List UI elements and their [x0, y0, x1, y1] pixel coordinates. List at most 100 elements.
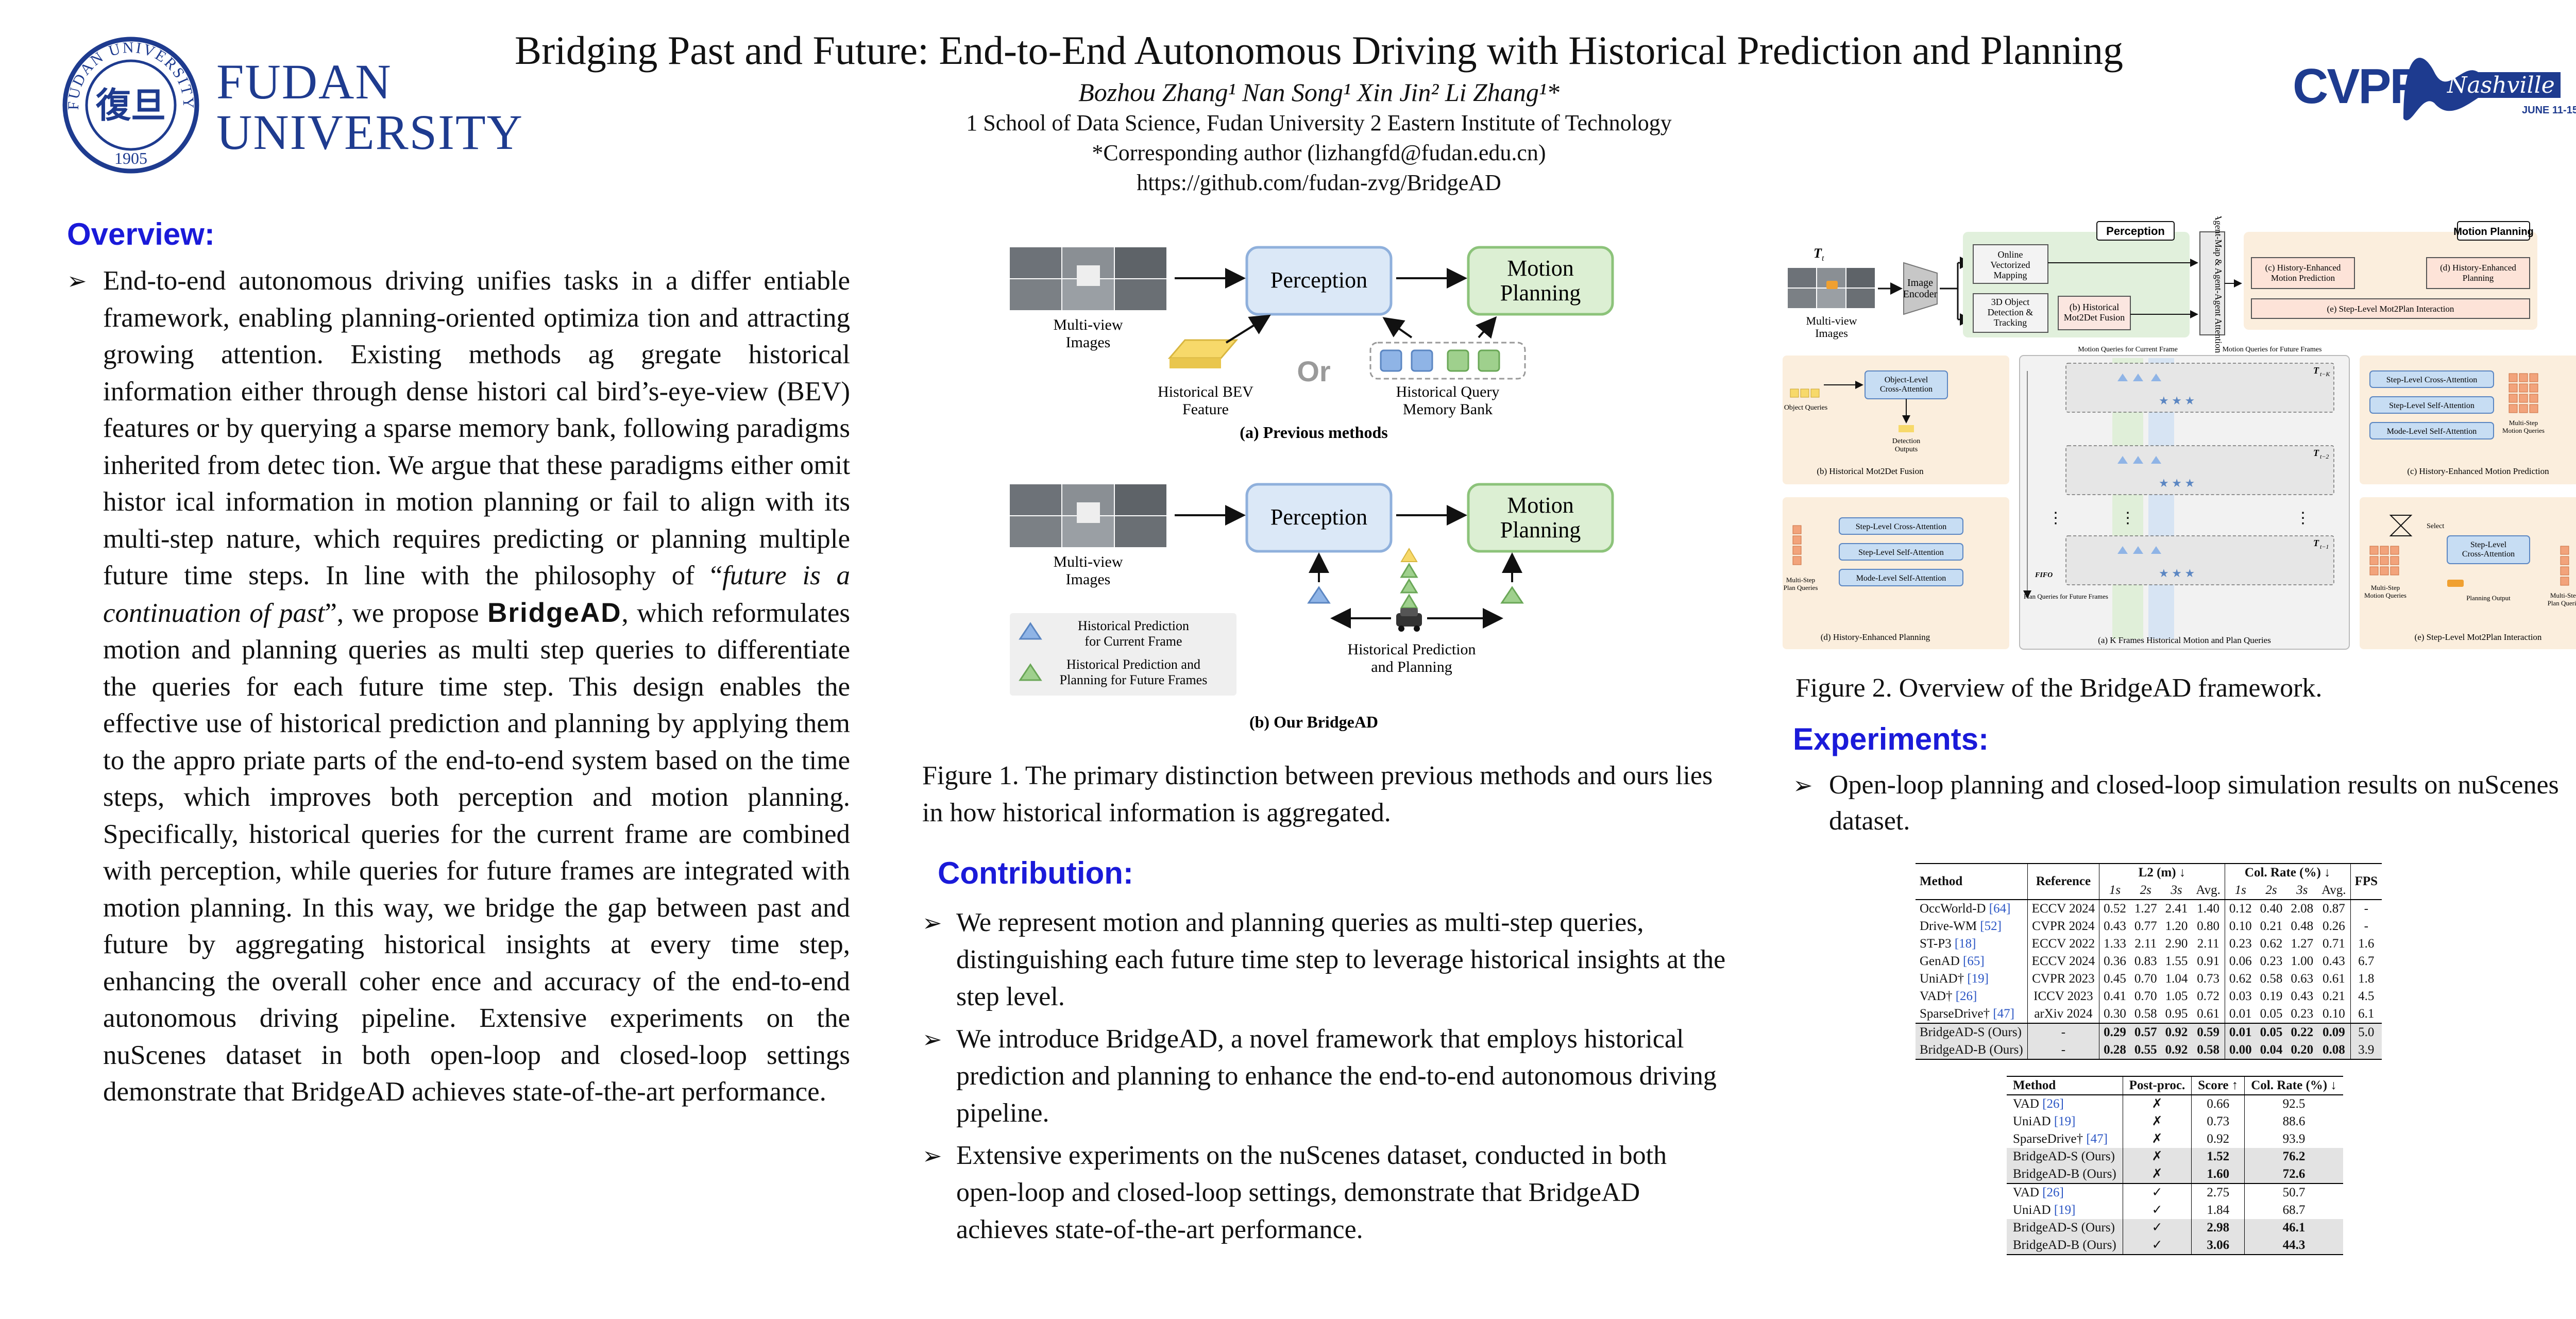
c-mode-self-label: Mode-Level Self-Attention — [2387, 427, 2477, 436]
closed-loop-table: Method Post-proc. Score ↑ Col. Rate (%) … — [2007, 1076, 2343, 1255]
cell-post-proc: ✗ — [2123, 1165, 2192, 1183]
cell-value: 0.10 — [2317, 1005, 2351, 1023]
select-icon — [2389, 515, 2413, 527]
cell-fps: 1.8 — [2358, 972, 2375, 986]
cell-value: 1.04 — [2165, 972, 2188, 986]
car-icon — [1396, 608, 1422, 632]
cell-value: 0.10 — [2229, 919, 2252, 933]
c-step-cross-label: Step-Level Cross-Attention — [2386, 376, 2477, 384]
fig2-c-box — [2251, 257, 2355, 289]
cvpr-script: Nashville — [2447, 72, 2555, 98]
cell-fps: 3.9 — [2358, 1043, 2375, 1057]
th-sub: 2s — [2265, 883, 2277, 897]
cell-score: 2.98 — [2191, 1219, 2245, 1237]
cell-value: 2.11 — [2192, 935, 2225, 953]
cell-value: 0.73 — [2192, 970, 2225, 988]
cell-method: ST-P3 [18] — [1916, 935, 2028, 953]
cell-value: 0.59 — [2192, 1023, 2225, 1041]
cell-method: BridgeAD-S (Ours) — [2007, 1148, 2123, 1165]
cell-method: OccWorld-D [64] — [1916, 900, 2028, 918]
cell-value: 0.12 — [2229, 902, 2252, 916]
cell-value: 0.21 — [2260, 919, 2283, 933]
select-label: Select — [2427, 522, 2444, 530]
fig1-legend — [1010, 613, 1236, 696]
list-item: ➢ Extensive experiments on the nuScenes … — [922, 1137, 1726, 1248]
cell-method: BridgeAD-B (Ours) — [1916, 1041, 2028, 1059]
open-loop-table: Method Reference L2 (m) ↓ Col. Rate (%) … — [1916, 863, 2382, 1060]
cell-method: Drive-WM [52] — [1916, 918, 2028, 935]
cell-col-rate: 68.7 — [2282, 1203, 2306, 1217]
cell-method: UniAD [19] — [2007, 1113, 2123, 1130]
list-item: ➢ We represent motion and planning queri… — [922, 904, 1726, 1016]
bullet-arrow-icon: ➢ — [922, 1142, 942, 1170]
fig2-perception-title: Perception — [2106, 225, 2165, 238]
cell-col-rate: 50.7 — [2282, 1186, 2306, 1199]
fig2-e-label: (e) Step-Level Mot2Plan Interaction — [2327, 304, 2454, 314]
cell-fps: - — [2364, 902, 2368, 916]
cell-value: 0.23 — [2291, 1007, 2314, 1021]
triangle-current-icon — [1307, 586, 1331, 604]
cell-col-rate: 76.2 — [2282, 1149, 2306, 1163]
cell-value: 0.58 — [2134, 1007, 2157, 1021]
th-method: Method — [1916, 864, 2028, 900]
cell-value: 0.06 — [2229, 954, 2252, 968]
cell-method: BridgeAD-S (Ours) — [2007, 1219, 2123, 1237]
cell-value: 0.01 — [2229, 1007, 2252, 1021]
th-post-proc: Post-proc. — [2123, 1076, 2192, 1095]
cvpr-logo: CVPR Nashville JUNE 11-15, 2025 — [2293, 41, 2576, 134]
panel-d-caption: (d) History-Enhanced Planning — [1821, 632, 1930, 642]
cell-value: 0.43 — [2104, 919, 2126, 933]
t-1-label: T — [2313, 538, 2319, 548]
cell-value: 0.91 — [2192, 953, 2225, 970]
cell-post-proc: ✗ — [2123, 1130, 2192, 1148]
bullet-arrow-icon: ➢ — [922, 909, 942, 937]
cell-value: 0.45 — [2104, 972, 2126, 986]
detection-tracking-box — [1973, 293, 2048, 333]
cell-reference: CVPR 2024 — [2027, 918, 2100, 935]
perception-box-b — [1245, 483, 1393, 553]
seal-center-text: 復旦 — [95, 85, 166, 126]
cell-value: 0.23 — [2229, 937, 2252, 951]
cell-score: 1.84 — [2191, 1202, 2245, 1219]
cell-value: 0.62 — [2260, 937, 2283, 951]
cell-value: 1.00 — [2291, 954, 2314, 968]
cell-fps: 1.6 — [2358, 937, 2375, 951]
cell-reference: ECCV 2022 — [2027, 935, 2100, 953]
planning-output-label: Planning Output — [2466, 594, 2511, 602]
perception-box-a — [1245, 246, 1393, 316]
cell-value: 0.40 — [2260, 902, 2283, 916]
cell-score: 0.73 — [2191, 1113, 2245, 1130]
cell-value: 1.20 — [2165, 919, 2188, 933]
cell-method: GenAD [65] — [1916, 953, 2028, 970]
cell-value: 0.36 — [2104, 954, 2126, 968]
cell-method: UniAD [19] — [2007, 1202, 2123, 1219]
fudan-seal-icon: FUDAN UNIVERSITY 復旦 1905 — [62, 37, 199, 174]
hist-fusion-box — [2058, 296, 2131, 330]
th-sub: 3s — [2171, 883, 2182, 897]
cell-value: 0.20 — [2291, 1043, 2314, 1057]
fig1-sub-a: (a) Previous methods — [1240, 423, 1387, 442]
panel-b — [1783, 356, 2009, 484]
cell-post-proc: ✓ — [2123, 1237, 2192, 1255]
cell-value: 0.61 — [2192, 1005, 2225, 1023]
cell-value: 0.23 — [2260, 954, 2283, 968]
repo-link[interactable]: https://github.com/fudan-zvg/BridgeAD — [1137, 170, 1501, 195]
cell-value: 0.22 — [2291, 1025, 2314, 1039]
cell-value: 0.87 — [2317, 900, 2351, 918]
cell-post-proc: ✗ — [2123, 1095, 2192, 1113]
cell-reference: - — [2027, 1041, 2100, 1059]
